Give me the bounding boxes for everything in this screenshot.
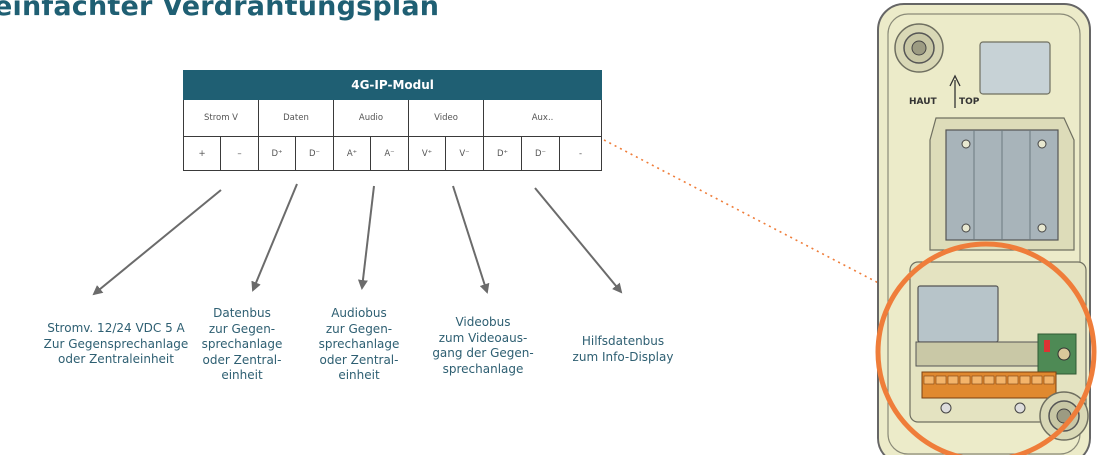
- group-aux: Aux..: [482, 99, 603, 137]
- heatsink-screw-icon: [1037, 139, 1047, 149]
- arrow-audio: [357, 185, 375, 290]
- group-power: Strom V: [183, 99, 259, 137]
- terminal-block: [921, 371, 1057, 399]
- screw-top-icon: [894, 23, 944, 73]
- pcb-led: [1044, 340, 1050, 352]
- label-audio: Audiobus zur Gegen- sprechanlage oder Ze…: [318, 306, 400, 382]
- module-pinout-table: 4G-IP-Modul Strom V Daten Audio Video Au…: [182, 70, 603, 171]
- heatsink-screw-icon: [961, 139, 971, 149]
- pin-audio-minus: A⁻: [370, 136, 409, 171]
- arrow-data: [251, 183, 298, 292]
- marking-top: TOP: [959, 97, 980, 107]
- pin-aux-data-plus: D⁺: [483, 136, 522, 171]
- label-data: Datenbus zur Gegen- sprechanlage oder Ze…: [201, 306, 283, 382]
- arrow-aux: [534, 187, 623, 294]
- module-block: [917, 285, 999, 343]
- housing-inner: [887, 13, 1081, 455]
- arrow-power: [92, 189, 222, 296]
- top-window: [979, 41, 1051, 95]
- pin-power-plus: +: [183, 136, 221, 171]
- pin-video-minus: V⁻: [445, 136, 484, 171]
- group-video: Video: [408, 99, 484, 137]
- label-power: Stromv. 12/24 VDC 5 A Zur Gegensprechanl…: [43, 321, 189, 366]
- pin-aux-ground: -: [558, 136, 603, 171]
- pin-video-plus: V⁺: [408, 136, 446, 171]
- arrow-video: [452, 185, 490, 294]
- pin-data-minus: D⁻: [295, 136, 334, 171]
- marking-haut: HAUT: [909, 97, 938, 107]
- pin-audio-plus: A⁺: [333, 136, 371, 171]
- page-title: einfachter Verdrahtungsplan: [0, 0, 440, 22]
- label-video: Videobus zum Videoaus- gang der Gegen- s…: [432, 315, 534, 376]
- pin-aux-data-minus: D⁻: [521, 136, 560, 171]
- screw-bottom-icon: [1039, 391, 1089, 441]
- group-audio: Audio: [333, 99, 409, 137]
- heatsink-screw-icon: [961, 223, 971, 233]
- dotted-pointer: [603, 139, 893, 291]
- mount-screw-icon: [1014, 402, 1026, 414]
- pcb-connector-icon: [1057, 347, 1071, 361]
- mount-screw-icon: [940, 402, 952, 414]
- label-aux: Hilfsdatenbus zum Info-Display: [572, 334, 674, 364]
- highlight-circle: [875, 241, 1097, 455]
- orientation-arrow-icon: [949, 74, 961, 108]
- module-base: [915, 341, 1047, 367]
- pin-data-plus: D⁺: [258, 136, 296, 171]
- device-housing-image: HAUT TOP: [875, 3, 1097, 455]
- heatsink-screw-icon: [1037, 223, 1047, 233]
